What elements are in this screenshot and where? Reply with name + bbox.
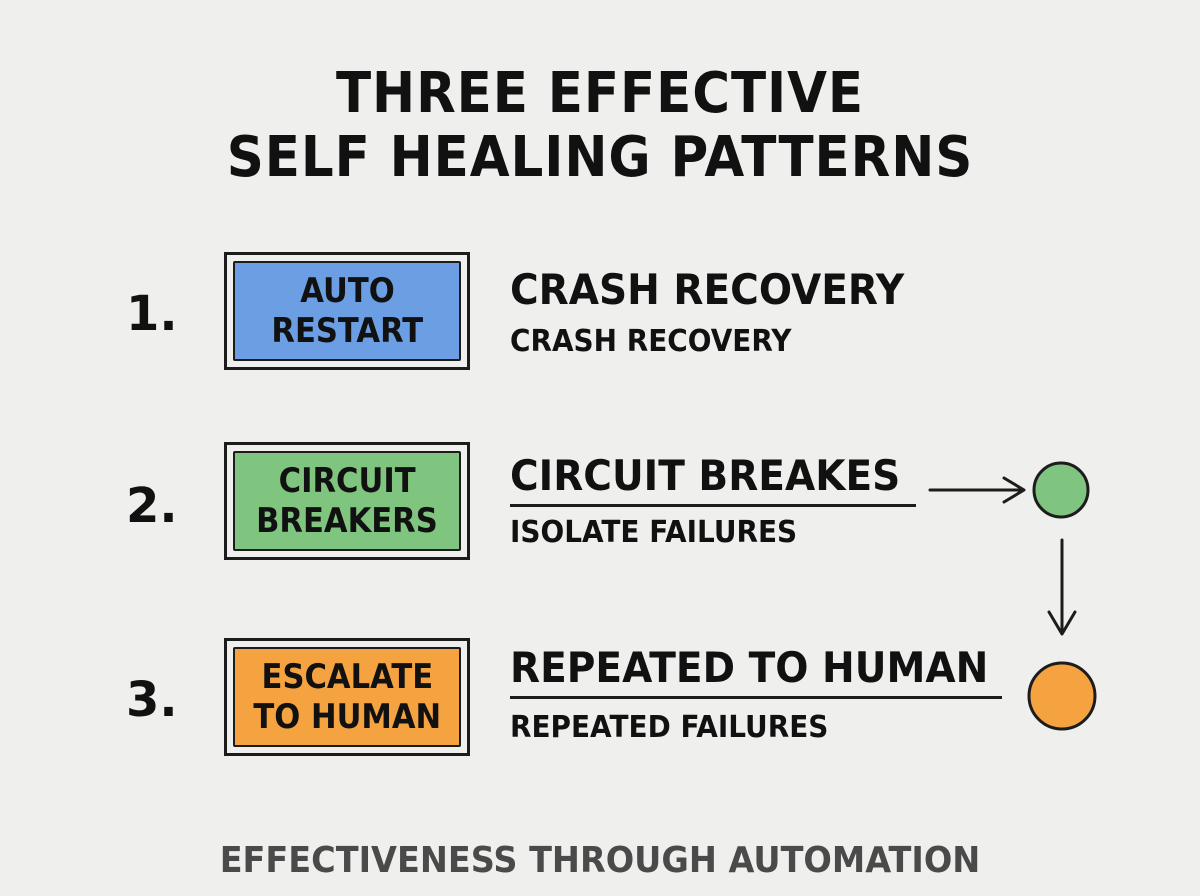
title-line-2: SELF HEALING PATTERNS [226, 125, 974, 190]
pattern-3-underline [510, 696, 1002, 699]
pattern-3-box-fill: ESCALATE TO HUMAN [233, 647, 461, 747]
pattern-1-heading: CRASH RECOVERY [510, 265, 905, 314]
pattern-2-number: 2. [126, 478, 178, 534]
pattern-1-subheading: CRASH RECOVERY [510, 324, 792, 359]
pattern-3-subheading: REPEATED FAILURES [510, 710, 829, 745]
flow-node-orange [1027, 661, 1097, 731]
pattern-2-underline [510, 504, 916, 507]
flow-node-green [1032, 461, 1090, 519]
pattern-2-subheading: ISOLATE FAILURES [510, 515, 798, 550]
diagram-title: THREE EFFECTIVE SELF HEALING PATTERNS [48, 62, 1152, 190]
pattern-1-box: AUTO RESTART [224, 252, 470, 370]
footer-caption: EFFECTIVENESS THROUGH AUTOMATION [219, 840, 981, 881]
pattern-2-heading: CIRCUIT BREAKES [510, 451, 901, 500]
pattern-1-box-line-2: RESTART [271, 311, 423, 351]
arrow-right-icon [928, 476, 1026, 504]
pattern-3-box-line-2: TO HUMAN [253, 697, 441, 737]
pattern-3-number: 3. [126, 672, 178, 728]
title-line-1: THREE EFFECTIVE [335, 61, 865, 126]
pattern-2-box-fill: CIRCUIT BREAKERS [233, 451, 461, 551]
arrow-down-icon [1047, 538, 1077, 636]
pattern-1-number: 1. [126, 286, 178, 342]
pattern-3-box-line-1: ESCALATE [261, 657, 433, 697]
pattern-2-box-line-1: CIRCUIT [278, 461, 416, 501]
pattern-3-box: ESCALATE TO HUMAN [224, 638, 470, 756]
pattern-2-box: CIRCUIT BREAKERS [224, 442, 470, 560]
pattern-3-heading: REPEATED TO HUMAN [510, 643, 989, 692]
pattern-1-box-line-1: AUTO [299, 271, 395, 311]
pattern-1-box-fill: AUTO RESTART [233, 261, 461, 361]
pattern-2-box-line-2: BREAKERS [256, 501, 438, 541]
